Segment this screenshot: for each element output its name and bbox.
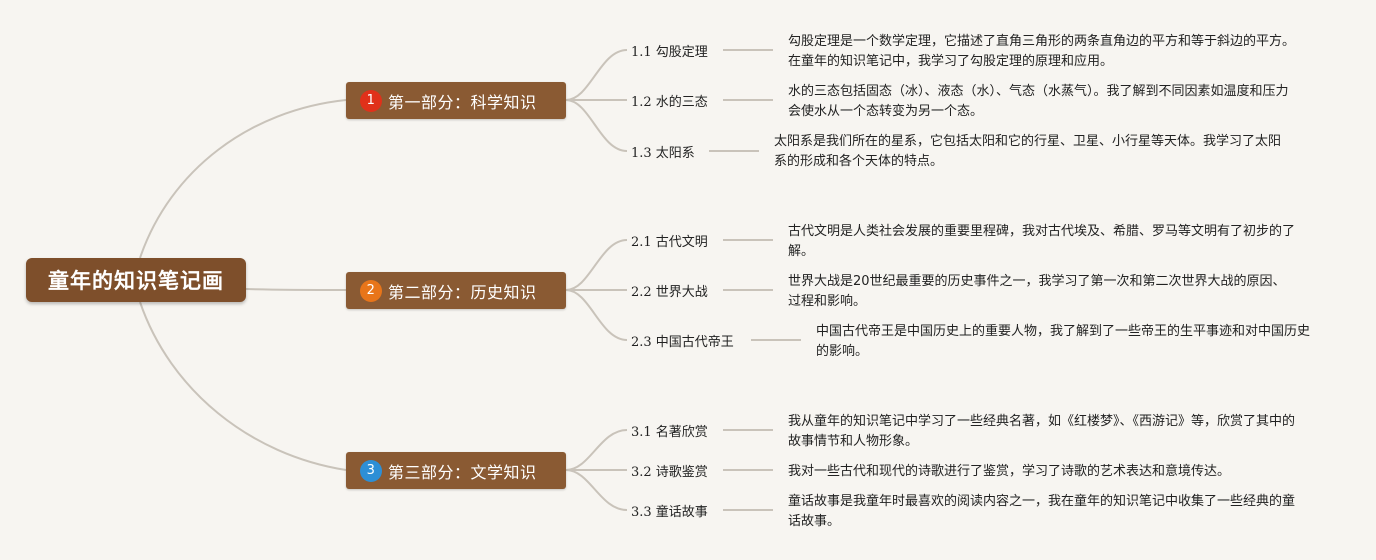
leaf-topic[interactable]: 2.1 古代文明 [631, 231, 708, 250]
branch-science[interactable]: 1 第一部分：科学知识 [346, 82, 566, 119]
branch-connector [565, 239, 628, 291]
root-connector [245, 288, 347, 291]
leaf-label: 1.3 太阳系 [631, 146, 695, 161]
branch-label: 第二部分：历史知识 [388, 282, 537, 302]
leaf-description: 水的三态包括固态（冰）、液态（水）、气态（水蒸气）。我了解到不同因素如温度和压力… [788, 84, 1289, 119]
branch-connector [565, 49, 628, 101]
leaf-description: 勾股定理是一个数学定理，它描述了直角三角形的两条直角边的平方和等于斜边的平方。在… [788, 34, 1296, 69]
branch-label: 第一部分：科学知识 [388, 92, 537, 112]
leaf-label: 2.2 世界大战 [631, 285, 708, 300]
leaf-label: 1.1 勾股定理 [631, 45, 708, 60]
branch-connector [565, 469, 628, 511]
leaf-label: 3.1 名著欣赏 [631, 425, 708, 440]
leaf-description: 古代文明是人类社会发展的重要里程碑，我对古代埃及、希腊、罗马等文明有了初步的了解… [788, 224, 1296, 259]
leaf-topic[interactable]: 2.2 世界大战 [631, 281, 708, 300]
number-badge-icon: 2 [360, 279, 382, 302]
leaf-description: 我从童年的知识笔记中学习了一些经典名著，如《红楼梦》、《西游记》等，欣赏了其中的… [788, 414, 1296, 449]
root-connector [139, 99, 347, 259]
leaf-topic[interactable]: 1.1 勾股定理 [631, 41, 708, 60]
leaf-topic[interactable]: 3.1 名著欣赏 [631, 421, 708, 440]
leaf-description: 中国古代帝王是中国历史上的重要人物，我了解到了一些帝王的生平事迹和对中国历史的影… [816, 324, 1311, 359]
branch-connector [565, 429, 628, 471]
leaf-topic[interactable]: 2.3 中国古代帝王 [631, 331, 734, 350]
root-topic[interactable]: 童年的知识笔记画 [26, 258, 246, 302]
leaf-description: 我对一些古代和现代的诗歌进行了鉴赏，学习了诗歌的艺术表达和意境传达。 [788, 464, 1231, 479]
leaf-label: 1.2 水的三态 [631, 95, 708, 110]
leaf-label: 2.3 中国古代帝王 [631, 335, 734, 350]
leaf-label: 2.1 古代文明 [631, 235, 708, 250]
root-connector [139, 301, 347, 471]
leaf-description: 童话故事是我童年时最喜欢的阅读内容之一，我在童年的知识笔记中收集了一些经典的童话… [788, 494, 1296, 529]
leaf-topic[interactable]: 1.2 水的三态 [631, 91, 708, 110]
leaf-description: 世界大战是20世纪最重要的历史事件之一，我学习了第一次和第二次世界大战的原因、过… [788, 274, 1286, 309]
branch-label: 第三部分：文学知识 [388, 462, 537, 482]
leaf-label: 3.2 诗歌鉴赏 [631, 465, 708, 480]
leaf-topic[interactable]: 3.3 童话故事 [631, 501, 708, 520]
number-badge-icon: 1 [360, 89, 382, 112]
root-topic-label: 童年的知识笔记画 [48, 269, 224, 293]
leaf-description: 太阳系是我们所在的星系，它包括太阳和它的行星、卫星、小行星等天体。我学习了太阳系… [774, 134, 1282, 169]
branch-connector [565, 289, 628, 341]
branch-connector [565, 99, 628, 152]
leaf-topic[interactable]: 1.3 太阳系 [631, 142, 695, 161]
leaf-label: 3.3 童话故事 [631, 505, 708, 520]
leaf-topic[interactable]: 3.2 诗歌鉴赏 [631, 461, 708, 480]
branch-history[interactable]: 2 第二部分：历史知识 [346, 272, 566, 309]
branch-literature[interactable]: 3 第三部分：文学知识 [346, 452, 566, 489]
number-badge-icon: 3 [360, 459, 382, 482]
